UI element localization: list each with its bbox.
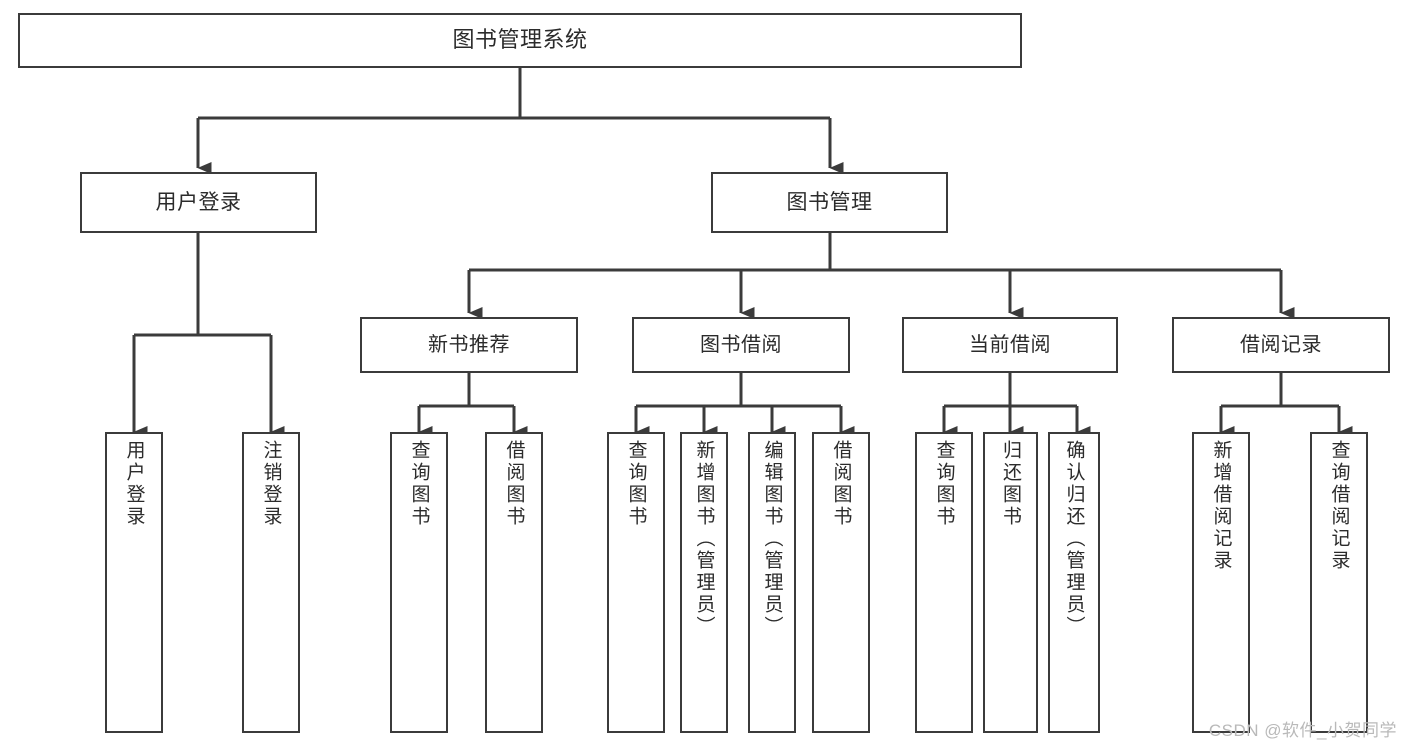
node-leaf-query-record[interactable]: 查询借阅记录: [1310, 432, 1368, 733]
node-label: 用户登录: [123, 440, 145, 528]
node-label: 借阅记录: [1240, 333, 1322, 356]
node-label: 当前借阅: [969, 333, 1051, 356]
node-leaf-query-book-1[interactable]: 查询图书: [390, 432, 448, 733]
node-label: 新增图书（管理员）: [693, 440, 715, 638]
node-label: 确认归还（管理员）: [1063, 440, 1085, 638]
node-label: 注销登录: [260, 440, 282, 528]
node-borrow-record[interactable]: 借阅记录: [1172, 317, 1390, 373]
watermark: CSDN @软件_小贺同学: [1208, 721, 1397, 740]
node-label: 借阅图书: [830, 440, 852, 528]
node-leaf-add-record[interactable]: 新增借阅记录: [1192, 432, 1250, 733]
node-label: 图书借阅: [700, 333, 782, 356]
node-label: 查询图书: [933, 440, 955, 528]
node-label: 用户登录: [155, 190, 242, 214]
node-leaf-edit-book[interactable]: 编辑图书（管理员）: [748, 432, 796, 733]
node-label: 编辑图书（管理员）: [761, 440, 783, 638]
node-label: 借阅图书: [503, 440, 525, 528]
node-leaf-confirm-return[interactable]: 确认归还（管理员）: [1048, 432, 1100, 733]
node-user-login[interactable]: 用户登录: [80, 172, 317, 233]
node-leaf-query-book-2[interactable]: 查询图书: [607, 432, 665, 733]
node-new-book-recommend[interactable]: 新书推荐: [360, 317, 578, 373]
node-root-system[interactable]: 图书管理系统: [18, 13, 1022, 68]
node-book-borrow[interactable]: 图书借阅: [632, 317, 850, 373]
node-book-manage[interactable]: 图书管理: [711, 172, 948, 233]
node-label: 图书管理系统: [452, 27, 588, 53]
node-current-borrow[interactable]: 当前借阅: [902, 317, 1118, 373]
node-label: 图书管理: [786, 190, 873, 214]
node-leaf-return-book[interactable]: 归还图书: [983, 432, 1038, 733]
node-leaf-logout[interactable]: 注销登录: [242, 432, 300, 733]
node-label: 查询借阅记录: [1328, 440, 1350, 572]
node-label: 查询图书: [625, 440, 647, 528]
node-leaf-query-book-3[interactable]: 查询图书: [915, 432, 973, 733]
node-leaf-user-login[interactable]: 用户登录: [105, 432, 163, 733]
node-label: 新增借阅记录: [1210, 440, 1232, 572]
node-leaf-borrow-book-2[interactable]: 借阅图书: [812, 432, 870, 733]
node-leaf-add-book[interactable]: 新增图书（管理员）: [680, 432, 728, 733]
node-label: 查询图书: [408, 440, 430, 528]
node-label: 归还图书: [1000, 440, 1021, 528]
node-leaf-borrow-book-1[interactable]: 借阅图书: [485, 432, 543, 733]
node-label: 新书推荐: [428, 333, 510, 356]
